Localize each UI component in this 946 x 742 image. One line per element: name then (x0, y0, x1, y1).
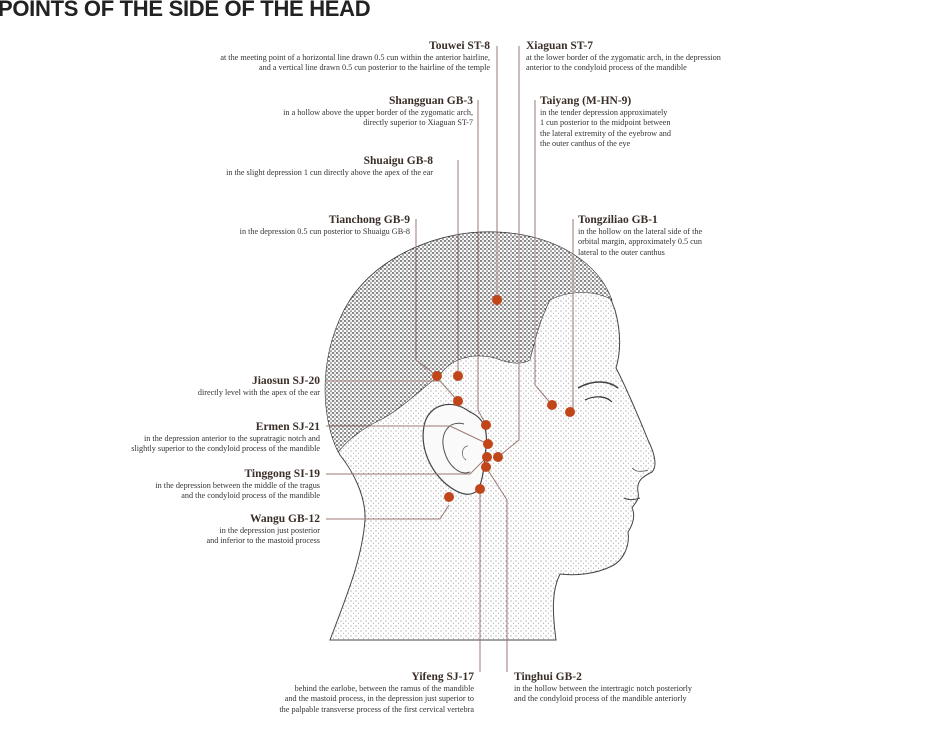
acupoint-dot-shuaigu (453, 371, 463, 381)
leader-line-shangguan (477, 100, 487, 426)
label-tinghui: Tinghui GB-2 in the hollow between the i… (514, 671, 693, 704)
acupoint-dot-taiyang (547, 400, 557, 410)
leader-line-taiyang (534, 100, 553, 406)
leader-line-wangu (326, 504, 450, 520)
label-tianchong: Tianchong GB-9 in the depression 0.5 cun… (239, 214, 410, 236)
label-jiaosun: Jiaosun SJ-20 directly level with the ap… (197, 375, 320, 397)
label-shuaigu: Shuaigu GB-8 in the slight depression 1 … (226, 155, 433, 177)
hair-region (324, 231, 613, 453)
acupoint-dot-tianchong (432, 371, 442, 381)
leader-line-jiaosun (326, 380, 459, 402)
label-ermen: Ermen SJ-21 in the depression anterior t… (131, 421, 320, 454)
leader-line-ermen (326, 425, 489, 445)
eyebrow (577, 381, 619, 389)
page-title: POINTS OF THE SIDE OF THE HEAD (0, 0, 371, 21)
leader-line-tinggong (326, 456, 488, 475)
label-xiaguan: Xiaguan ST-7 at the lower border of the … (526, 40, 721, 73)
label-wangu: Wangu GB-12 in the depression just poste… (206, 513, 320, 546)
acupoint-dot-jiaosun (453, 396, 463, 406)
leader-line-tinghui (485, 466, 508, 672)
acupoint-dot-tinggong (482, 452, 492, 462)
acupoint-dot-ermen (483, 439, 493, 449)
acupoint-dot-tongziliao (565, 407, 575, 417)
label-tinggong: Tinggong SI-19 in the depression between… (155, 468, 320, 501)
acupoint-dot-shangguan (481, 420, 491, 430)
label-yifeng: Yifeng SJ-17 behind the earlobe, between… (279, 671, 474, 714)
label-tongziliao: Tongziliao GB-1 in the hollow on the lat… (578, 214, 703, 257)
acupoint-dot-touwei (492, 295, 502, 305)
acupoint-dot-wangu (444, 492, 454, 502)
acupoint-dot-tinghui (481, 462, 491, 472)
label-taiyang: Taiyang (M-HN-9) in the tender depressio… (540, 95, 671, 149)
acupoint-dot-yifeng (475, 484, 485, 494)
label-touwei: Touwei ST-8 at the meeting point of a ho… (220, 40, 490, 73)
leader-line-tianchong (415, 219, 438, 377)
leader-line-xiaguan (497, 46, 520, 458)
ear-inner-fold (442, 422, 471, 474)
acupoint-dot-xiaguan (493, 452, 503, 462)
eye-line (584, 396, 613, 403)
label-shangguan: Shangguan GB-3 in a hollow above the upp… (283, 95, 473, 128)
